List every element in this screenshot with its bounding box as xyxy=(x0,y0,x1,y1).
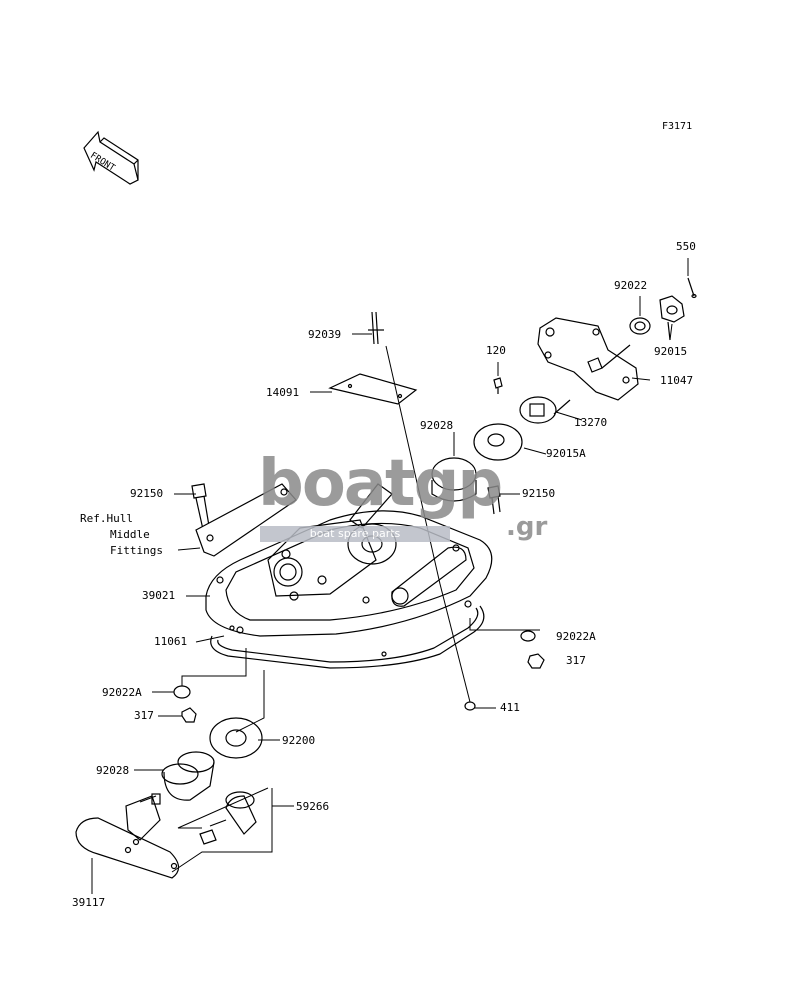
label-92150-right: 92150 xyxy=(522,487,556,500)
label-92028-top: 92028 xyxy=(420,419,454,432)
label-411: 411 xyxy=(500,701,520,714)
leader-lines xyxy=(91,258,689,894)
label-92015: 92015 xyxy=(654,345,688,358)
label-ref-fittings: Fittings xyxy=(110,544,163,557)
label-317-right: 317 xyxy=(566,654,586,667)
label-92150-left: 92150 xyxy=(130,487,164,500)
label-ref-hull: Ref.Hull xyxy=(80,512,133,525)
bracket-11047 xyxy=(537,317,639,401)
housing-39021 xyxy=(205,483,493,637)
label-317-left: 317 xyxy=(134,709,154,722)
label-92022: 92022 xyxy=(614,279,648,292)
washer-92022 xyxy=(629,317,651,335)
plate-14091 xyxy=(328,373,418,405)
gasket-11061 xyxy=(210,605,485,669)
plate-13270 xyxy=(519,396,571,424)
joint-59266 xyxy=(199,791,257,845)
label-14091: 14091 xyxy=(266,386,300,399)
bushing-92028-bottom xyxy=(161,751,215,801)
label-39117: 39117 xyxy=(72,896,106,909)
ref-hull-bracket xyxy=(195,483,297,557)
label-11061: 11061 xyxy=(154,635,188,648)
watermark-subtitle: boat spare parts xyxy=(260,526,450,542)
label-92022A-right: 92022A xyxy=(556,630,596,643)
washer-92022A-left xyxy=(173,685,191,699)
label-11047: 11047 xyxy=(660,374,694,387)
washer-411 xyxy=(464,701,476,711)
label-92015A: 92015A xyxy=(546,447,586,460)
label-92022A-left: 92022A xyxy=(102,686,142,699)
figure-id: F3171 xyxy=(662,121,693,132)
bushing-92015A xyxy=(473,423,523,461)
front-arrow-icon xyxy=(83,130,139,185)
watermark-text: boatgp xyxy=(258,447,503,521)
washer-92022A-right xyxy=(520,630,536,642)
nut-317-right xyxy=(527,653,545,669)
label-ref-middle: Middle xyxy=(110,528,150,541)
label-13270: 13270 xyxy=(574,416,608,429)
bushing-92028-top xyxy=(431,457,477,502)
seal-92200 xyxy=(209,717,263,759)
label-550: 550 xyxy=(676,240,696,253)
bolt-92150-right xyxy=(487,485,501,515)
label-92039: 92039 xyxy=(308,328,342,341)
pin-550 xyxy=(687,277,697,299)
nut-317-left xyxy=(181,707,197,723)
pin-92039 xyxy=(368,311,384,345)
arm-39117 xyxy=(75,793,180,879)
label-120: 120 xyxy=(486,344,506,357)
label-59266: 59266 xyxy=(296,800,330,813)
bolt-120 xyxy=(493,377,503,394)
watermark: boatgp boat spare parts .gr xyxy=(258,447,547,542)
label-92200: 92200 xyxy=(282,734,316,747)
watermark-tld: .gr xyxy=(506,512,548,542)
label-39021: 39021 xyxy=(142,589,176,602)
label-92028-bottom: 92028 xyxy=(96,764,130,777)
nut-92015 xyxy=(659,295,685,341)
